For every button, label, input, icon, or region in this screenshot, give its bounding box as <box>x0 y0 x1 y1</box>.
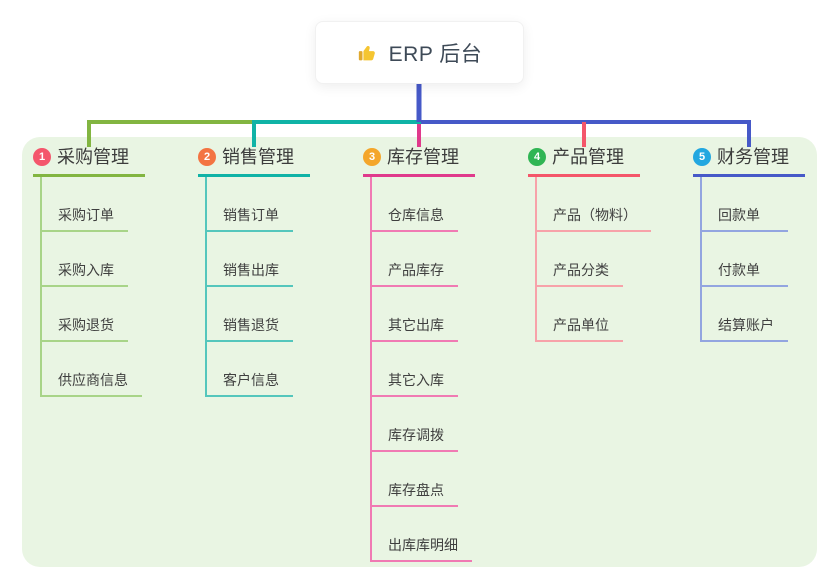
branch-label: 库存管理 <box>387 147 459 167</box>
branch-number-badge: 5 <box>693 148 711 166</box>
child-node[interactable]: 产品单位 <box>537 287 623 342</box>
child-node[interactable]: 仓库信息 <box>372 177 458 232</box>
child-node[interactable]: 回款单 <box>702 177 788 232</box>
child-label: 出库库明细 <box>388 537 458 553</box>
branch-number-badge: 1 <box>33 148 51 166</box>
branch-label: 销售管理 <box>222 147 294 167</box>
child-label: 产品分类 <box>553 262 609 278</box>
child-label: 库存盘点 <box>388 482 444 498</box>
branch-number-badge: 3 <box>363 148 381 166</box>
child-label: 付款单 <box>718 262 760 278</box>
branches-panel <box>22 137 817 567</box>
branch-xiaoshou: 2 销售管理销售订单销售出库销售退货客户信息 <box>198 146 310 397</box>
branch-children: 回款单付款单结算账户 <box>700 177 805 342</box>
child-node[interactable]: 客户信息 <box>207 342 293 397</box>
child-label: 仓库信息 <box>388 207 444 223</box>
child-node[interactable]: 其它入库 <box>372 342 458 397</box>
branch-label: 采购管理 <box>57 147 129 167</box>
child-node[interactable]: 结算账户 <box>702 287 788 342</box>
branch-title[interactable]: 2 销售管理 <box>198 146 310 177</box>
branch-children: 销售订单销售出库销售退货客户信息 <box>205 177 310 397</box>
child-label: 产品（物料） <box>553 207 637 223</box>
root-label: ERP 后台 <box>388 42 483 66</box>
child-node[interactable]: 供应商信息 <box>42 342 142 397</box>
child-label: 销售出库 <box>223 262 279 278</box>
branch-children: 产品（物料） 产品分类产品单位 <box>535 177 651 342</box>
branch-caiwu: 5 财务管理回款单付款单结算账户 <box>693 146 805 342</box>
child-label: 其它出库 <box>388 317 444 333</box>
child-node[interactable]: 采购退货 <box>42 287 128 342</box>
child-label: 采购订单 <box>58 207 114 223</box>
child-label: 采购退货 <box>58 317 114 333</box>
child-label: 销售订单 <box>223 207 279 223</box>
child-node[interactable]: 产品库存 <box>372 232 458 287</box>
child-label: 采购入库 <box>58 262 114 278</box>
child-node[interactable]: 出库库明细 <box>372 507 472 562</box>
child-node[interactable]: 产品分类 <box>537 232 623 287</box>
child-label: 供应商信息 <box>58 372 128 388</box>
child-node[interactable]: 销售订单 <box>207 177 293 232</box>
branch-number-badge: 2 <box>198 148 216 166</box>
child-label: 客户信息 <box>223 372 279 388</box>
branch-caigou: 1 采购管理采购订单采购入库采购退货供应商信息 <box>33 146 145 397</box>
branch-label: 产品管理 <box>552 147 624 167</box>
branch-children: 仓库信息产品库存其它出库其它入库库存调拨库存盘点出库库明细 <box>370 177 475 562</box>
branch-kucun: 3 库存管理仓库信息产品库存其它出库其它入库库存调拨库存盘点出库库明细 <box>363 146 475 562</box>
root-node[interactable]: ERP 后台 <box>315 21 524 84</box>
child-label: 产品库存 <box>388 262 444 278</box>
child-node[interactable]: 采购订单 <box>42 177 128 232</box>
child-label: 其它入库 <box>388 372 444 388</box>
child-node[interactable]: 产品（物料） <box>537 177 651 232</box>
child-label: 销售退货 <box>223 317 279 333</box>
child-label: 结算账户 <box>718 317 774 333</box>
branch-children: 采购订单采购入库采购退货供应商信息 <box>40 177 145 397</box>
child-node[interactable]: 其它出库 <box>372 287 458 342</box>
child-node[interactable]: 销售退货 <box>207 287 293 342</box>
child-label: 回款单 <box>718 207 760 223</box>
child-node[interactable]: 销售出库 <box>207 232 293 287</box>
thumbs-up-icon <box>357 42 379 64</box>
child-label: 产品单位 <box>553 317 609 333</box>
branch-number-badge: 4 <box>528 148 546 166</box>
branch-title[interactable]: 5 财务管理 <box>693 146 805 177</box>
child-node[interactable]: 库存调拨 <box>372 397 458 452</box>
branch-chanpin: 4 产品管理产品（物料） 产品分类产品单位 <box>528 146 651 342</box>
branch-title[interactable]: 4 产品管理 <box>528 146 640 177</box>
branch-title[interactable]: 3 库存管理 <box>363 146 475 177</box>
child-label: 库存调拨 <box>388 427 444 443</box>
branch-label: 财务管理 <box>717 147 789 167</box>
child-node[interactable]: 付款单 <box>702 232 788 287</box>
child-node[interactable]: 库存盘点 <box>372 452 458 507</box>
child-node[interactable]: 采购入库 <box>42 232 128 287</box>
branch-title[interactable]: 1 采购管理 <box>33 146 145 177</box>
